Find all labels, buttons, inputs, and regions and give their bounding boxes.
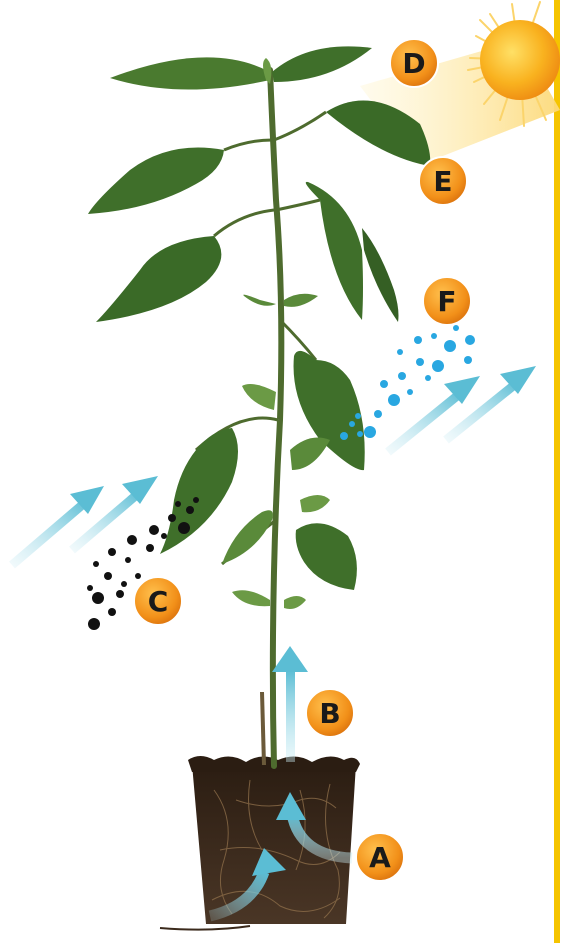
marker-d: D [390,39,438,87]
vapor-dot [355,413,361,419]
air-arrow [72,476,158,550]
air-arrow [388,376,480,452]
air-arrows-left [12,476,158,565]
vapor-dot [425,375,431,381]
vapor-dot [397,349,403,355]
co2-dot [88,618,100,630]
leaf [243,295,276,306]
vapor-dot [453,325,459,331]
co2-dot [135,573,141,579]
co2-dot [92,592,104,604]
leaf [96,236,221,322]
co2-dot [193,497,199,503]
co2-dot [186,506,194,514]
co2-dot [149,525,159,535]
vapor-dot [398,372,406,380]
air-arrows-right [388,366,536,452]
vapor-dot [374,410,382,418]
co2-dot [175,501,181,507]
leaf [296,523,357,590]
co2-dot [87,585,93,591]
leaf [290,438,330,470]
leaf [300,495,330,512]
co2-dot [121,581,127,587]
marker-f: F [423,277,471,325]
vapor-dot [349,421,355,427]
vapor-dot [465,335,475,345]
air-arrow [12,486,104,565]
marker-b-label: B [319,697,340,730]
vapor-dot [444,340,456,352]
vapor-dot [416,358,424,366]
marker-a-label: A [369,841,391,874]
vapor-dot [464,356,472,364]
co2-dot [116,590,124,598]
leaf [160,428,238,554]
marker-b: B [306,689,354,737]
vapor-dot [432,360,444,372]
co2-dot [104,572,112,580]
co2-dot [108,608,116,616]
vapor-dot [380,380,388,388]
vapor-dot [340,432,348,440]
co2-dot [93,561,99,567]
co2-dot [146,544,154,552]
plant-leaves [88,46,430,609]
co2-dot [108,548,116,556]
leaf [110,57,270,89]
vapor-dot [431,333,437,339]
co2-dot [168,514,176,522]
leaf [222,510,273,564]
vapor-dot [388,394,400,406]
co2-dot [161,533,167,539]
air-arrow [446,366,536,440]
marker-a: A [356,833,404,881]
leaf [362,228,399,322]
leaf [232,590,270,606]
leaf [242,384,276,410]
vapor-dot [407,389,413,395]
vapor-dot [357,431,363,437]
leaf [284,294,318,307]
marker-f-label: F [437,285,456,318]
right-border-stripe [554,0,560,943]
leaf [272,46,372,82]
vapor-dot [414,336,422,344]
marker-e-label: E [433,165,452,198]
marker-c: C [134,577,182,625]
co2-dot [178,522,190,534]
transport-arrow-up [272,646,308,762]
leaf [88,148,224,215]
marker-e: E [419,157,467,205]
co2-dot [127,535,137,545]
vapor-dot [364,426,376,438]
plant-pot [160,756,360,930]
leaf [284,596,306,609]
marker-c-label: C [148,585,169,618]
co2-dot [125,557,131,563]
marker-d-label: D [402,47,425,80]
